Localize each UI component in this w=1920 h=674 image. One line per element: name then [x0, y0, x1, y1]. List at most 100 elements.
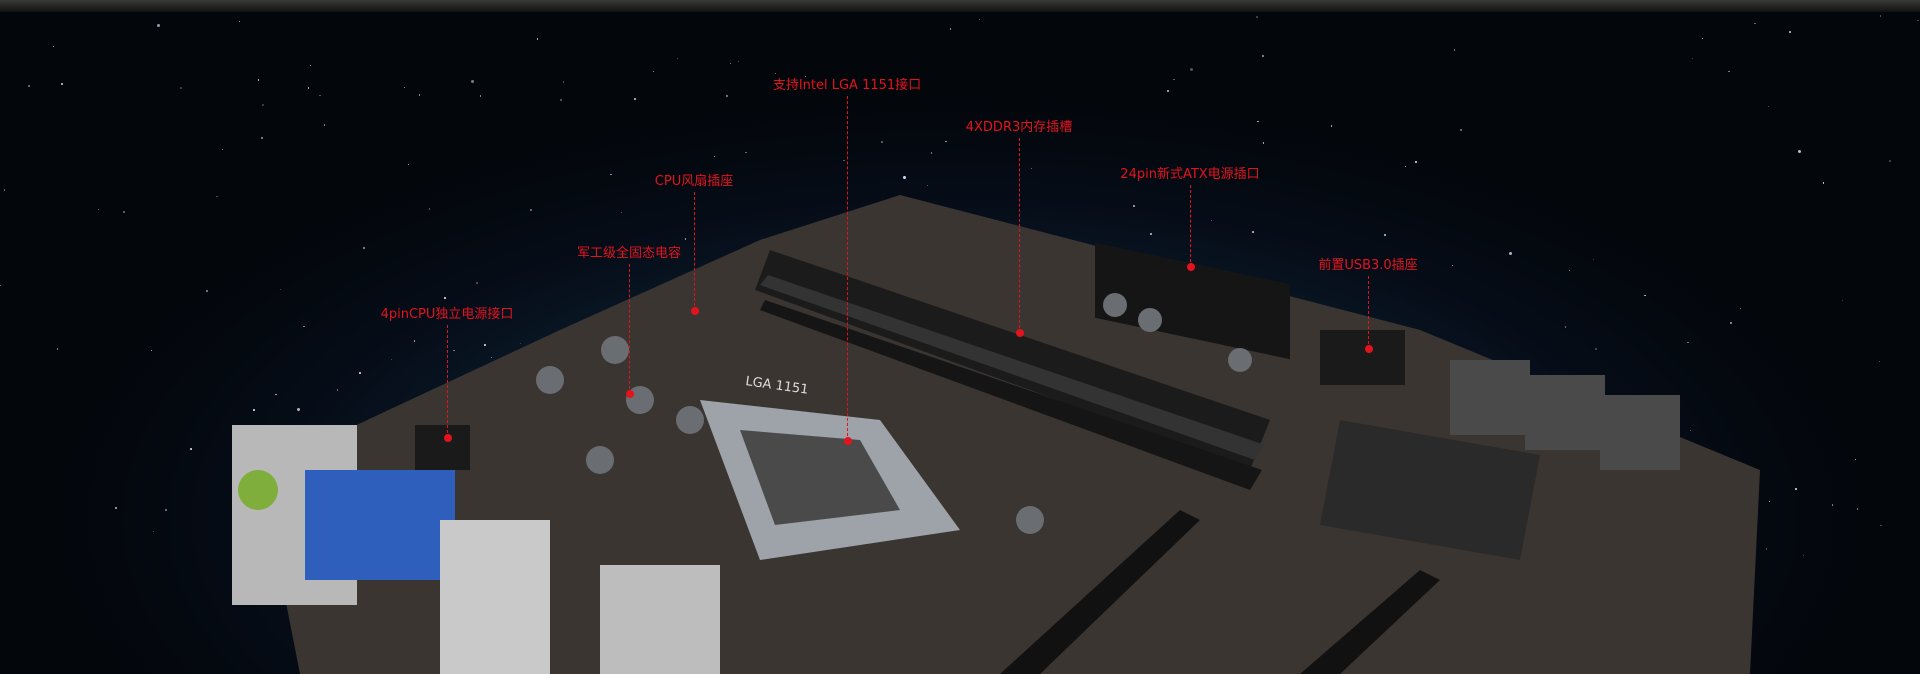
star: [1754, 22, 1756, 25]
callout-leader-line: [629, 264, 630, 394]
star: [1765, 548, 1768, 550]
callout-leader-line: [447, 325, 448, 438]
star: [930, 152, 932, 154]
star: [307, 86, 310, 89]
star: [253, 409, 255, 411]
motherboard-pcb: [260, 195, 1760, 674]
star: [319, 95, 321, 97]
callout-label: CPU风扇插座: [654, 174, 734, 189]
callout-dot: [1364, 345, 1373, 353]
star: [1767, 105, 1770, 108]
callout-leader-line: [1368, 276, 1369, 349]
star: [216, 195, 218, 198]
star: [152, 530, 155, 533]
star: [336, 389, 338, 391]
star: [1822, 182, 1825, 184]
star: [536, 38, 539, 40]
cpu-4pin-connector: [415, 425, 470, 470]
star: [408, 164, 410, 166]
star: [123, 211, 125, 213]
star: [363, 246, 366, 249]
star: [1880, 524, 1882, 527]
star: [1210, 219, 1212, 221]
callout-dot: [690, 307, 699, 315]
star: [520, 342, 522, 345]
callout-dot: [625, 390, 634, 398]
star: [1452, 264, 1454, 266]
star: [1030, 168, 1032, 170]
callout-label: 前置USB3.0插座: [1318, 258, 1418, 273]
star: [729, 62, 732, 65]
star: [1150, 233, 1153, 236]
star: [165, 509, 167, 511]
star: [3, 188, 6, 191]
star: [1257, 120, 1259, 123]
star: [774, 73, 776, 75]
star: [1728, 70, 1730, 73]
star: [484, 343, 487, 346]
star: [418, 94, 421, 96]
star: [530, 209, 533, 212]
star: [1189, 67, 1193, 71]
star: [1856, 508, 1859, 510]
star: [1509, 252, 1513, 256]
star: [296, 407, 300, 411]
star: [262, 104, 265, 106]
callout-label: 24pin新式ATX电源插口: [1120, 167, 1260, 182]
star: [471, 80, 475, 84]
star: [881, 140, 884, 143]
callout-dot: [843, 437, 852, 445]
star: [652, 70, 655, 73]
star: [979, 18, 981, 20]
star: [391, 359, 393, 361]
star: [205, 289, 208, 292]
star: [949, 28, 952, 30]
star: [275, 393, 277, 396]
cpu-socket: [700, 400, 960, 560]
star: [1687, 342, 1689, 344]
star: [1739, 307, 1742, 310]
star: [1453, 49, 1456, 51]
star: [804, 76, 806, 78]
star: [1842, 300, 1844, 302]
star: [1133, 205, 1135, 207]
star: [944, 140, 947, 143]
star: [1878, 360, 1880, 362]
star: [726, 95, 728, 97]
star: [634, 98, 636, 100]
star: [1788, 30, 1791, 33]
star: [0, 284, 2, 286]
star: [303, 325, 305, 328]
callout-dot: [1186, 263, 1195, 271]
star: [404, 87, 406, 89]
usb3-header: [1320, 330, 1405, 385]
pcie-slots: [1000, 510, 1440, 674]
star: [1459, 128, 1462, 131]
io-ports: [232, 425, 720, 674]
star: [1592, 258, 1595, 261]
callout-label: 4XDDR3内存插槽: [965, 120, 1073, 135]
star: [279, 288, 282, 291]
star: [902, 175, 906, 179]
star: [745, 151, 747, 154]
star: [677, 57, 679, 59]
star: [562, 81, 564, 83]
star: [180, 86, 183, 89]
star: [1690, 430, 1692, 432]
star: [1568, 269, 1570, 271]
callout-leader-line: [1190, 185, 1191, 267]
star: [1262, 142, 1264, 144]
star: [684, 238, 687, 241]
star: [1803, 555, 1805, 557]
callout-label: 军工级全固态电容: [576, 246, 682, 261]
star: [1252, 231, 1254, 233]
callout-label: 4pinCPU独立电源接口: [380, 307, 514, 322]
star: [1564, 326, 1567, 328]
star: [621, 212, 623, 214]
star: [310, 65, 312, 67]
star: [61, 83, 63, 85]
star: [443, 297, 446, 300]
star: [490, 356, 493, 359]
